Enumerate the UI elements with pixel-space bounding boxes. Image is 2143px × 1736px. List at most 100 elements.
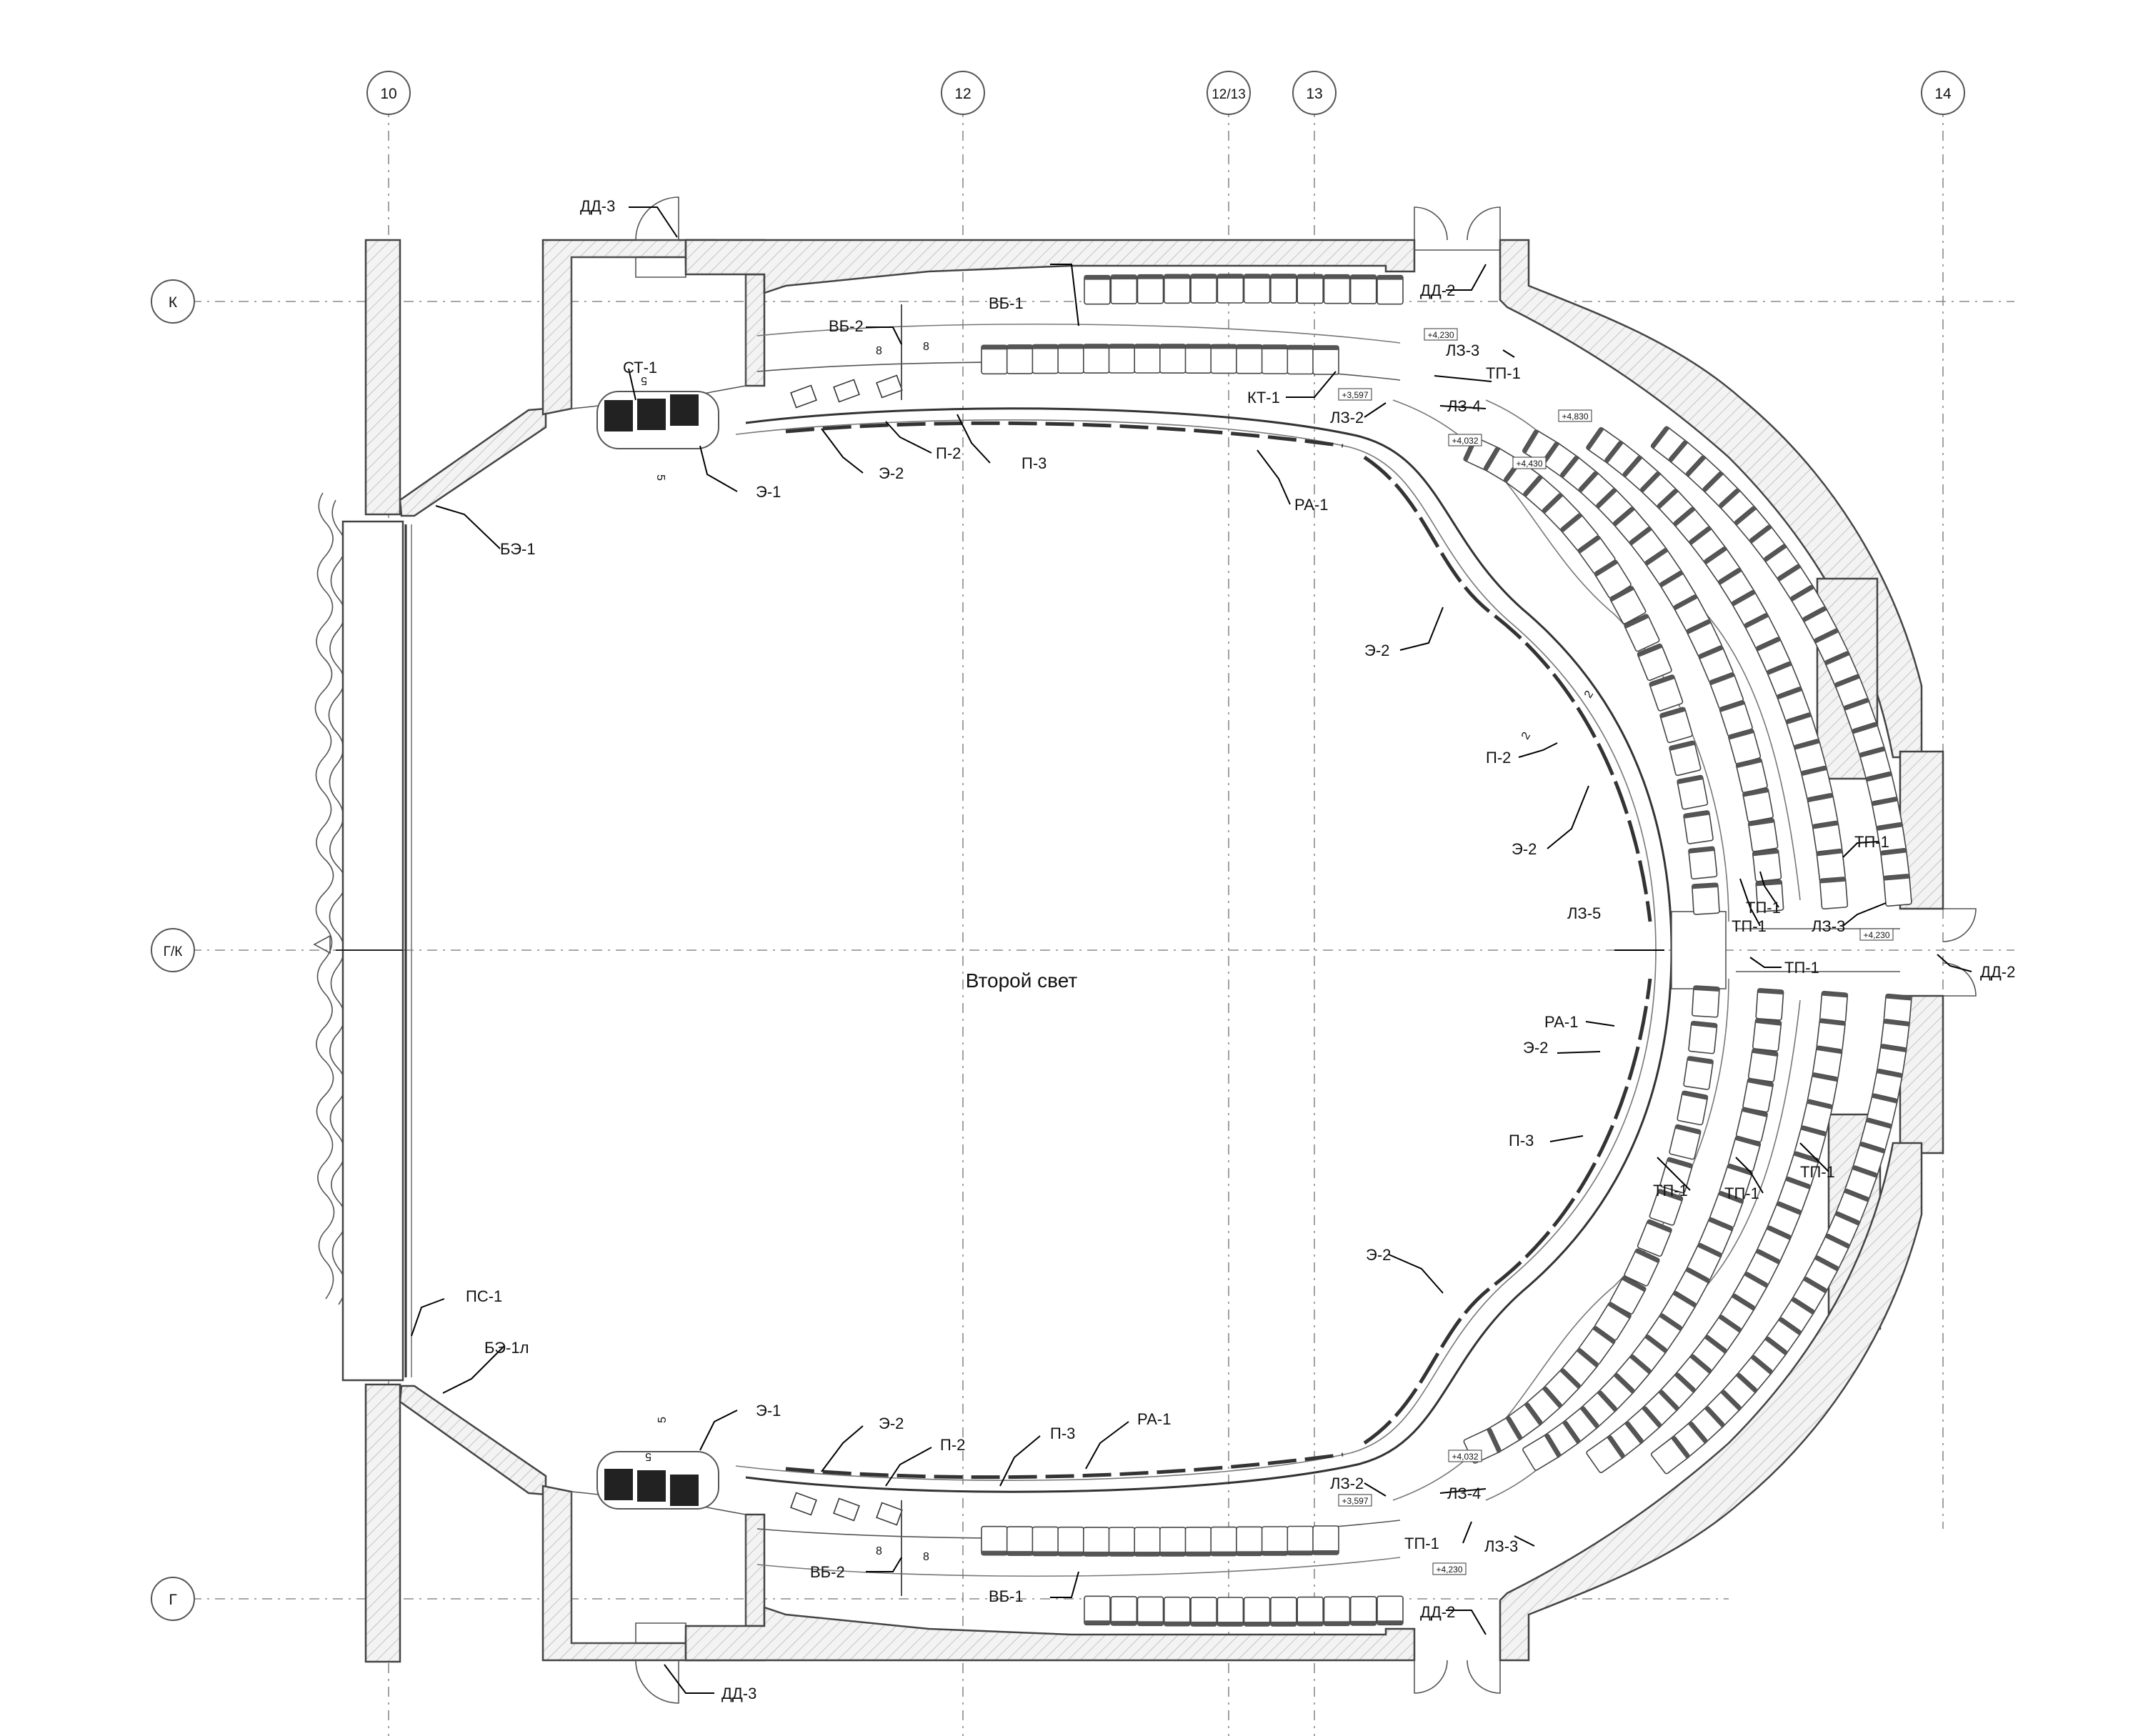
door-dd3-bottom: [635, 1660, 679, 1704]
tag-tp1-right-a: ТП-1: [1854, 833, 1889, 851]
seat: [1057, 344, 1084, 374]
seat: [1243, 1597, 1271, 1627]
tag-p2-right: П-2: [1486, 749, 1511, 767]
tag-e2-bottom: Э-2: [879, 1415, 904, 1432]
tag-ra1-right: РА-1: [1544, 1013, 1578, 1031]
seat: [1083, 1527, 1110, 1557]
seat: [1819, 991, 1849, 1024]
seat: [1236, 1526, 1263, 1557]
balcony-edge-ramps: [399, 407, 547, 1496]
svg-text:5: 5: [641, 374, 647, 386]
tag-lz5: ЛЗ-5: [1567, 904, 1601, 922]
svg-text:10: 10: [380, 86, 396, 102]
seat: [1683, 810, 1714, 844]
svg-text:12/13: 12/13: [1212, 87, 1246, 102]
seat: [1270, 274, 1297, 304]
svg-text:+4,430: +4,430: [1516, 459, 1542, 469]
tag-labels: ДД-3 ДД-2 ВБ-1 ВБ-2 СТ-1 КТ-1 ЛЗ-3 ТП-1 …: [466, 197, 2015, 1702]
seat: [1785, 1151, 1819, 1188]
seat: [1728, 728, 1762, 765]
tag-e1-top: Э-1: [756, 483, 781, 501]
seat: [1688, 846, 1718, 880]
tag-tp1-low-b: ТП-1: [1724, 1184, 1759, 1202]
seat: [1134, 344, 1161, 374]
equipment-items: [790, 304, 903, 1596]
seat: [1801, 1099, 1833, 1135]
lower-walls: [541, 1142, 1923, 1662]
seat: [1312, 345, 1339, 375]
seat: [1190, 274, 1217, 304]
tag-ra1-top: РА-1: [1294, 496, 1328, 514]
seat: [1377, 274, 1404, 305]
seat: [1801, 765, 1833, 802]
door-dd2-top: [1414, 206, 1501, 251]
seat: [1752, 848, 1782, 882]
axis-bubble-g-k: Г/К: [151, 928, 195, 972]
seat: [1649, 674, 1684, 712]
seat: [1159, 344, 1187, 374]
seat: [1677, 1090, 1709, 1126]
svg-text:12: 12: [954, 86, 971, 102]
axis-bubble-k: К: [151, 279, 195, 324]
proscenium-portal: [336, 520, 412, 1382]
seat: [1709, 1191, 1744, 1228]
svg-text:+4,230: +4,230: [1427, 330, 1454, 340]
seat: [1609, 585, 1647, 624]
seat: [1594, 559, 1632, 599]
seat: [1159, 1527, 1187, 1557]
leader-lines: [411, 206, 1972, 1694]
tag-dd2-bottom: ДД-2: [1420, 1603, 1455, 1621]
tag-e2-top: Э-2: [879, 464, 904, 482]
tag-p3-bottom: П-3: [1050, 1425, 1075, 1442]
seat: [1816, 1018, 1846, 1052]
seat: [1108, 1527, 1136, 1557]
seat: [1624, 614, 1660, 652]
tag-p3-right: П-3: [1509, 1132, 1534, 1149]
axis-bubble-12-13: 12/13: [1207, 71, 1251, 115]
svg-text:+4,830: +4,830: [1562, 411, 1588, 421]
seat: [1816, 848, 1846, 882]
seat: [1084, 274, 1111, 305]
door-dd2-right: [1942, 908, 1977, 997]
seat: [1777, 687, 1812, 724]
seat: [1865, 772, 1898, 807]
tag-tp1-right-b: ТП-1: [1746, 899, 1781, 917]
svg-text:8: 8: [923, 341, 929, 353]
tag-be1: БЭ-1: [500, 540, 536, 558]
tag-dd2-right: ДД-2: [1980, 963, 2015, 981]
seat: [1812, 1045, 1843, 1080]
stage-curtain: [313, 492, 347, 1305]
tag-dd3-top: ДД-3: [580, 197, 615, 215]
svg-text:2: 2: [1582, 689, 1596, 700]
tag-tp1-right-d: ТП-1: [1784, 959, 1819, 977]
tag-lz2-bottom: ЛЗ-2: [1330, 1475, 1364, 1492]
svg-text:+4,230: +4,230: [1436, 1565, 1462, 1575]
tag-vb1-top: ВБ-1: [989, 294, 1024, 312]
seat: [1236, 344, 1263, 374]
seat: [1287, 1525, 1314, 1556]
seat: [1261, 344, 1289, 374]
seat: [1137, 1596, 1164, 1627]
seat: [1031, 344, 1059, 374]
tag-vb1-bottom: ВБ-1: [989, 1587, 1024, 1605]
tag-kt1: КТ-1: [1247, 389, 1280, 406]
seat: [1057, 1526, 1084, 1557]
seat: [1876, 1044, 1907, 1079]
axis-bubble-g: Г: [151, 1577, 195, 1621]
door-dd2-bottom: [1414, 1660, 1501, 1694]
lighting-box-upper: [596, 391, 719, 449]
lighting-box-lower: [596, 1451, 719, 1510]
seat: [1184, 344, 1212, 374]
tag-p2-top: П-2: [936, 444, 961, 462]
axis-bubble-14: 14: [1921, 71, 1965, 115]
seat: [1669, 1124, 1702, 1160]
seat: [1794, 1125, 1827, 1162]
seat: [1586, 1435, 1626, 1474]
seat: [1637, 1219, 1672, 1257]
seat: [1134, 1527, 1161, 1557]
axis-bubble-13: 13: [1292, 71, 1337, 115]
tag-e2-right-low: Э-2: [1523, 1039, 1548, 1057]
left-wall: [364, 239, 401, 1663]
seat: [981, 344, 1008, 375]
